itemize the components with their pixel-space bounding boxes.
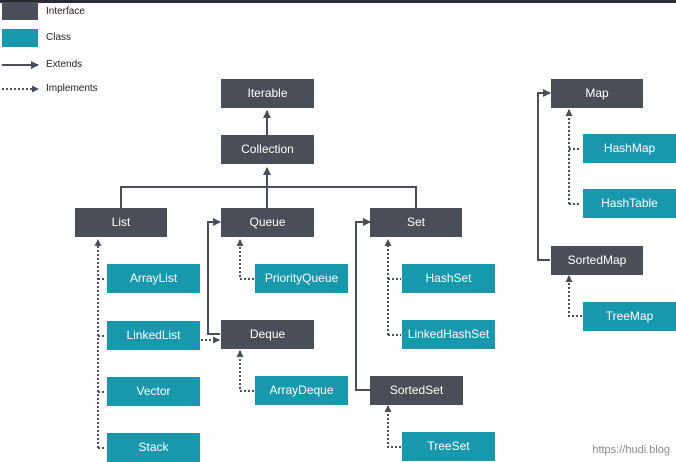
legend-interface-swatch bbox=[2, 2, 38, 20]
node-arraylist: ArrayList bbox=[107, 264, 200, 293]
edge-arraydeque-deque bbox=[236, 350, 254, 392]
node-deque: Deque bbox=[221, 320, 314, 349]
node-hashmap: HashMap bbox=[583, 134, 676, 163]
node-queue: Queue bbox=[221, 208, 314, 237]
edge-bus-collection bbox=[120, 186, 417, 208]
legend-extends-label: Extends bbox=[46, 59, 83, 70]
node-set: Set bbox=[370, 208, 462, 237]
node-list: List bbox=[75, 208, 167, 237]
node-linkedhashset: LinkedHashSet bbox=[402, 320, 495, 349]
node-map: Map bbox=[551, 79, 643, 108]
legend-interface-label: Interface bbox=[46, 6, 85, 17]
node-arraydeque: ArrayDeque bbox=[255, 376, 348, 405]
edge-sortedset-set bbox=[355, 218, 371, 391]
node-sortedset: SortedSet bbox=[370, 376, 463, 405]
node-sortedmap: SortedMap bbox=[551, 246, 643, 275]
node-linkedlist: LinkedList bbox=[107, 321, 200, 350]
edge-treeset-sortedset bbox=[384, 405, 401, 448]
node-treeset: TreeSet bbox=[402, 432, 495, 461]
legend-class-swatch bbox=[2, 29, 38, 47]
node-treemap: TreeMap bbox=[583, 302, 676, 331]
edge-priorityqueue-queue bbox=[236, 239, 254, 280]
legend-class-label: Class bbox=[46, 32, 72, 43]
top-bar bbox=[0, 0, 676, 3]
node-stack: Stack bbox=[107, 433, 200, 462]
edge-treemap-sortedmap bbox=[565, 275, 582, 317]
node-iterable: Iterable bbox=[221, 79, 314, 108]
node-collection: Collection bbox=[221, 135, 314, 164]
legend-implements-label: Implements bbox=[46, 83, 98, 94]
node-vector: Vector bbox=[107, 377, 200, 406]
watermark-text: https://hudi.blog bbox=[592, 444, 670, 456]
node-hashset: HashSet bbox=[402, 264, 495, 293]
node-hashtable: HashTable bbox=[583, 189, 676, 218]
edge-deque-queue bbox=[207, 218, 221, 335]
node-priorityqueue: PriorityQueue bbox=[255, 264, 348, 293]
edge-sortedmap-map bbox=[537, 89, 551, 261]
